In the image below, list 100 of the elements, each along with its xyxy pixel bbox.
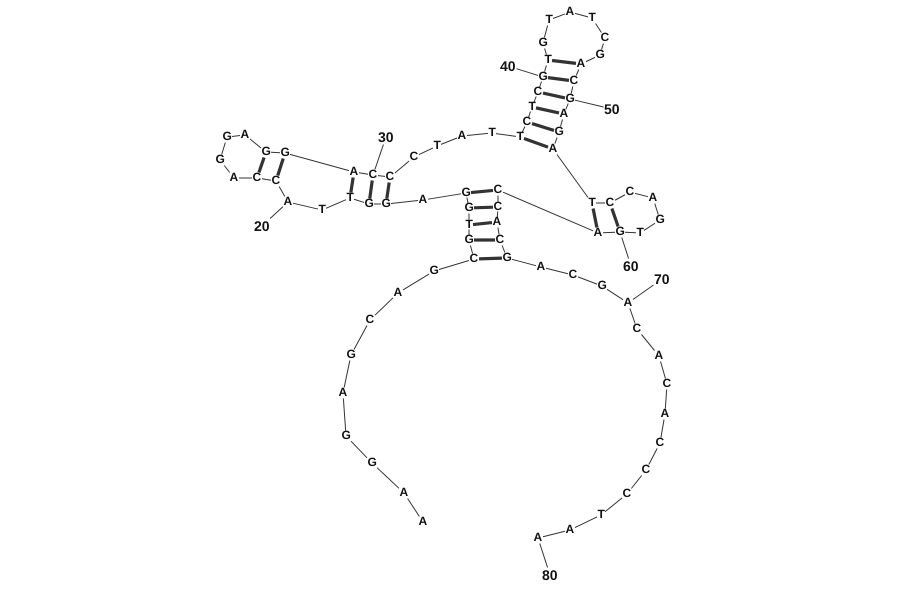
nucleotide-letter: C <box>410 152 418 162</box>
nucleotide-letter: C <box>522 117 532 127</box>
backbone-line <box>466 197 469 204</box>
nucleotide-letter: G <box>538 38 548 48</box>
backbone-line <box>614 194 626 201</box>
backbone-line <box>470 245 474 254</box>
backbone-line <box>574 516 598 528</box>
nucleotide-letter: T <box>466 220 473 230</box>
leader-line <box>270 206 284 219</box>
backbone-line <box>595 23 602 33</box>
nucleotide-letter: T <box>546 15 553 25</box>
backbone-line <box>586 56 596 62</box>
backbone-line <box>402 274 430 290</box>
backbone-line <box>576 69 580 76</box>
nucleotide-letter: A <box>534 533 542 543</box>
base-pair-bond <box>349 177 355 193</box>
backbone-line <box>660 419 665 438</box>
backbone-line <box>522 126 526 133</box>
nucleotide-letter: C <box>470 254 478 264</box>
nucleotide-letter: G <box>554 127 564 137</box>
backbone-line <box>554 137 558 144</box>
nucleotide-letter: T <box>528 102 536 112</box>
nucleotide-letter: C <box>570 76 578 86</box>
nucleotide-letter: A <box>400 488 408 498</box>
base-pair-bond <box>385 182 391 199</box>
nucleotide-letter: A <box>576 59 586 69</box>
base-pair-bond <box>474 238 495 242</box>
nucleotide-letter: A <box>350 167 358 177</box>
nucleotide-letter: C <box>656 438 664 448</box>
backbone-line <box>290 154 350 172</box>
nucleotide-letter: T <box>636 228 644 238</box>
backbone-line <box>376 467 400 489</box>
backbone-line <box>342 398 346 431</box>
backbone-line <box>630 475 642 489</box>
leader-line <box>621 237 630 259</box>
nucleotide-letter: A <box>458 131 466 141</box>
backbone-line <box>596 202 606 204</box>
nucleotide-letter: C <box>496 235 504 245</box>
backbone-line <box>496 211 498 218</box>
backbone-line <box>250 138 262 148</box>
backbone-line <box>546 268 568 274</box>
position-number: 30 <box>378 130 394 144</box>
backbone-line <box>390 200 418 204</box>
backbone-line <box>556 154 589 198</box>
nucleotide-letter: C <box>606 198 614 208</box>
nucleotide-letter: G <box>502 253 512 263</box>
backbone-line <box>438 260 470 270</box>
nucleotide-letter: T <box>346 193 354 203</box>
nucleotide-letter: G <box>342 431 351 441</box>
backbone-line <box>407 498 420 517</box>
base-pair-bond <box>523 136 549 149</box>
backbone-line <box>418 147 434 156</box>
backbone-line <box>358 172 368 175</box>
base-pair-bond <box>552 58 576 65</box>
backbone-line <box>601 43 604 50</box>
leader-line <box>539 543 548 568</box>
nucleotide-letter: G <box>464 235 474 245</box>
backbone-line <box>350 440 368 458</box>
nucleotide-letter: G <box>462 188 471 198</box>
backbone-line <box>602 232 616 234</box>
position-number: 70 <box>654 272 670 286</box>
nucleotide-letter: A <box>240 130 250 140</box>
base-pair-bond <box>536 106 560 114</box>
nucleotide-letter: C <box>368 170 378 180</box>
backbone-line <box>440 138 458 145</box>
position-number: 40 <box>500 59 516 73</box>
nucleotide-letter: G <box>368 458 377 468</box>
backbone-line <box>270 152 280 154</box>
backbone-line <box>378 175 386 177</box>
backbone-line <box>468 213 470 220</box>
base-pair-bond <box>548 76 570 82</box>
nucleotide-letter: G <box>280 148 290 158</box>
position-number: 20 <box>254 219 270 233</box>
nucleotide-letter: G <box>596 50 605 60</box>
backbone-line <box>292 202 318 210</box>
base-pair-bond <box>532 122 554 132</box>
backbone-line <box>570 86 574 94</box>
backbone-line <box>224 165 230 173</box>
nucleotide-letter: T <box>544 55 552 65</box>
base-pair-bond <box>276 158 285 176</box>
nucleotide-letter: C <box>632 324 642 334</box>
base-pair-bond <box>542 92 566 100</box>
nucleotide-letter: A <box>230 173 238 183</box>
nucleotide-letter: T <box>516 132 524 142</box>
nucleotide-letter: G <box>538 72 548 82</box>
nucleotide-letter: C <box>494 185 502 195</box>
nucleotide-letter: A <box>594 228 602 238</box>
backbone-line <box>502 245 506 253</box>
backbone-line <box>560 119 563 127</box>
nucleotide-letter: A <box>548 144 558 154</box>
nucleotide-letter: C <box>272 176 280 186</box>
nucleotide-letter: C <box>626 187 634 197</box>
backbone-line <box>578 276 598 285</box>
nucleotide-letter: A <box>660 409 670 419</box>
backbone-line <box>648 448 658 465</box>
nucleotide-letter: C <box>642 465 650 475</box>
nucleotide-letter: G <box>262 147 271 157</box>
nucleotide-letter: A <box>566 525 574 535</box>
backbone-line <box>539 81 542 88</box>
nucleotide-letter: A <box>536 262 546 272</box>
